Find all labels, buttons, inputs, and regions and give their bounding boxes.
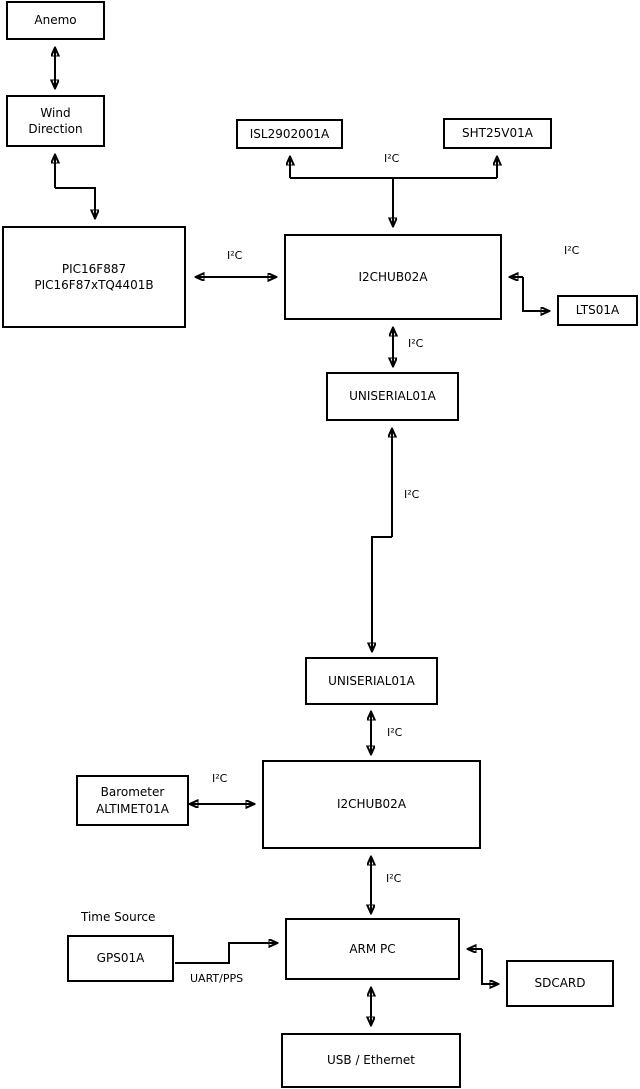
edge-label-hub-to-sensors: I²C <box>384 152 400 165</box>
node-sdcard[interactable]: SDCARD <box>506 960 614 1007</box>
node-isl2902001a[interactable]: ISL2902001A <box>236 119 343 149</box>
node-gps01a-label: GPS01A <box>96 951 145 966</box>
node-arm-pc-label: ARM PC <box>349 941 396 956</box>
node-i2chub02a-top[interactable]: I2CHUB02A <box>284 234 502 320</box>
node-usb-ethernet[interactable]: USB / Ethernet <box>281 1033 461 1088</box>
node-wind-direction-label: Wind Direction <box>28 105 83 136</box>
node-sht25v01a[interactable]: SHT25V01A <box>443 118 552 149</box>
node-anemo[interactable]: Anemo <box>6 1 105 40</box>
node-i2chub02a-top-label: I2CHUB02A <box>358 269 428 284</box>
connector-uniserial-link <box>372 429 392 651</box>
node-uniserial01a-top-label: UNISERIAL01A <box>349 389 436 404</box>
edge-label-uniserial-link: I²C <box>404 488 420 501</box>
node-sdcard-label: SDCARD <box>534 976 586 991</box>
node-anemo-label: Anemo <box>34 13 77 28</box>
label-time-source: Time Source <box>81 910 156 924</box>
edge-label-pic-to-hub: I²C <box>227 249 243 262</box>
node-isl2902001a-label: ISL2902001A <box>249 126 330 141</box>
node-usb-ethernet-label: USB / Ethernet <box>327 1053 415 1068</box>
edge-label-hub-to-uniserial: I²C <box>408 337 424 350</box>
node-wind-direction[interactable]: Wind Direction <box>6 95 105 147</box>
node-lts01a[interactable]: LTS01A <box>557 295 638 326</box>
node-i2chub02a-bottom[interactable]: I2CHUB02A <box>262 760 481 849</box>
connector-hubtop-lts <box>510 277 549 311</box>
node-barometer[interactable]: Barometer ALTIMET01A <box>76 775 189 826</box>
connector-hubtop-sensors <box>290 157 497 226</box>
node-pic-microcontroller[interactable]: PIC16F887 PIC16F87xTQ4401B <box>2 226 186 328</box>
node-sht25v01a-label: SHT25V01A <box>462 126 533 141</box>
edge-label-uniserial-to-hub-bottom: I²C <box>387 726 403 739</box>
connector-armpc-sdcard <box>468 949 498 984</box>
node-barometer-label: Barometer ALTIMET01A <box>96 785 169 816</box>
node-uniserial01a-bottom-label: UNISERIAL01A <box>328 673 415 688</box>
edge-label-barometer-to-hub: I²C <box>212 772 228 785</box>
edge-label-hub-to-lts: I²C <box>564 244 580 257</box>
edge-label-gps-to-arm: UART/PPS <box>190 972 244 985</box>
node-i2chub02a-bottom-label: I2CHUB02A <box>336 797 407 812</box>
connector-gps-armpc <box>175 943 277 964</box>
edge-label-hub-bottom-to-arm: I²C <box>386 872 402 885</box>
node-lts01a-label: LTS01A <box>575 303 620 318</box>
connector-pic-wind <box>55 155 95 218</box>
node-arm-pc[interactable]: ARM PC <box>285 918 460 980</box>
node-uniserial01a-top[interactable]: UNISERIAL01A <box>326 372 459 421</box>
node-gps01a[interactable]: GPS01A <box>67 935 174 982</box>
node-pic-label: PIC16F887 PIC16F87xTQ4401B <box>34 261 154 292</box>
node-uniserial01a-bottom[interactable]: UNISERIAL01A <box>305 657 438 705</box>
